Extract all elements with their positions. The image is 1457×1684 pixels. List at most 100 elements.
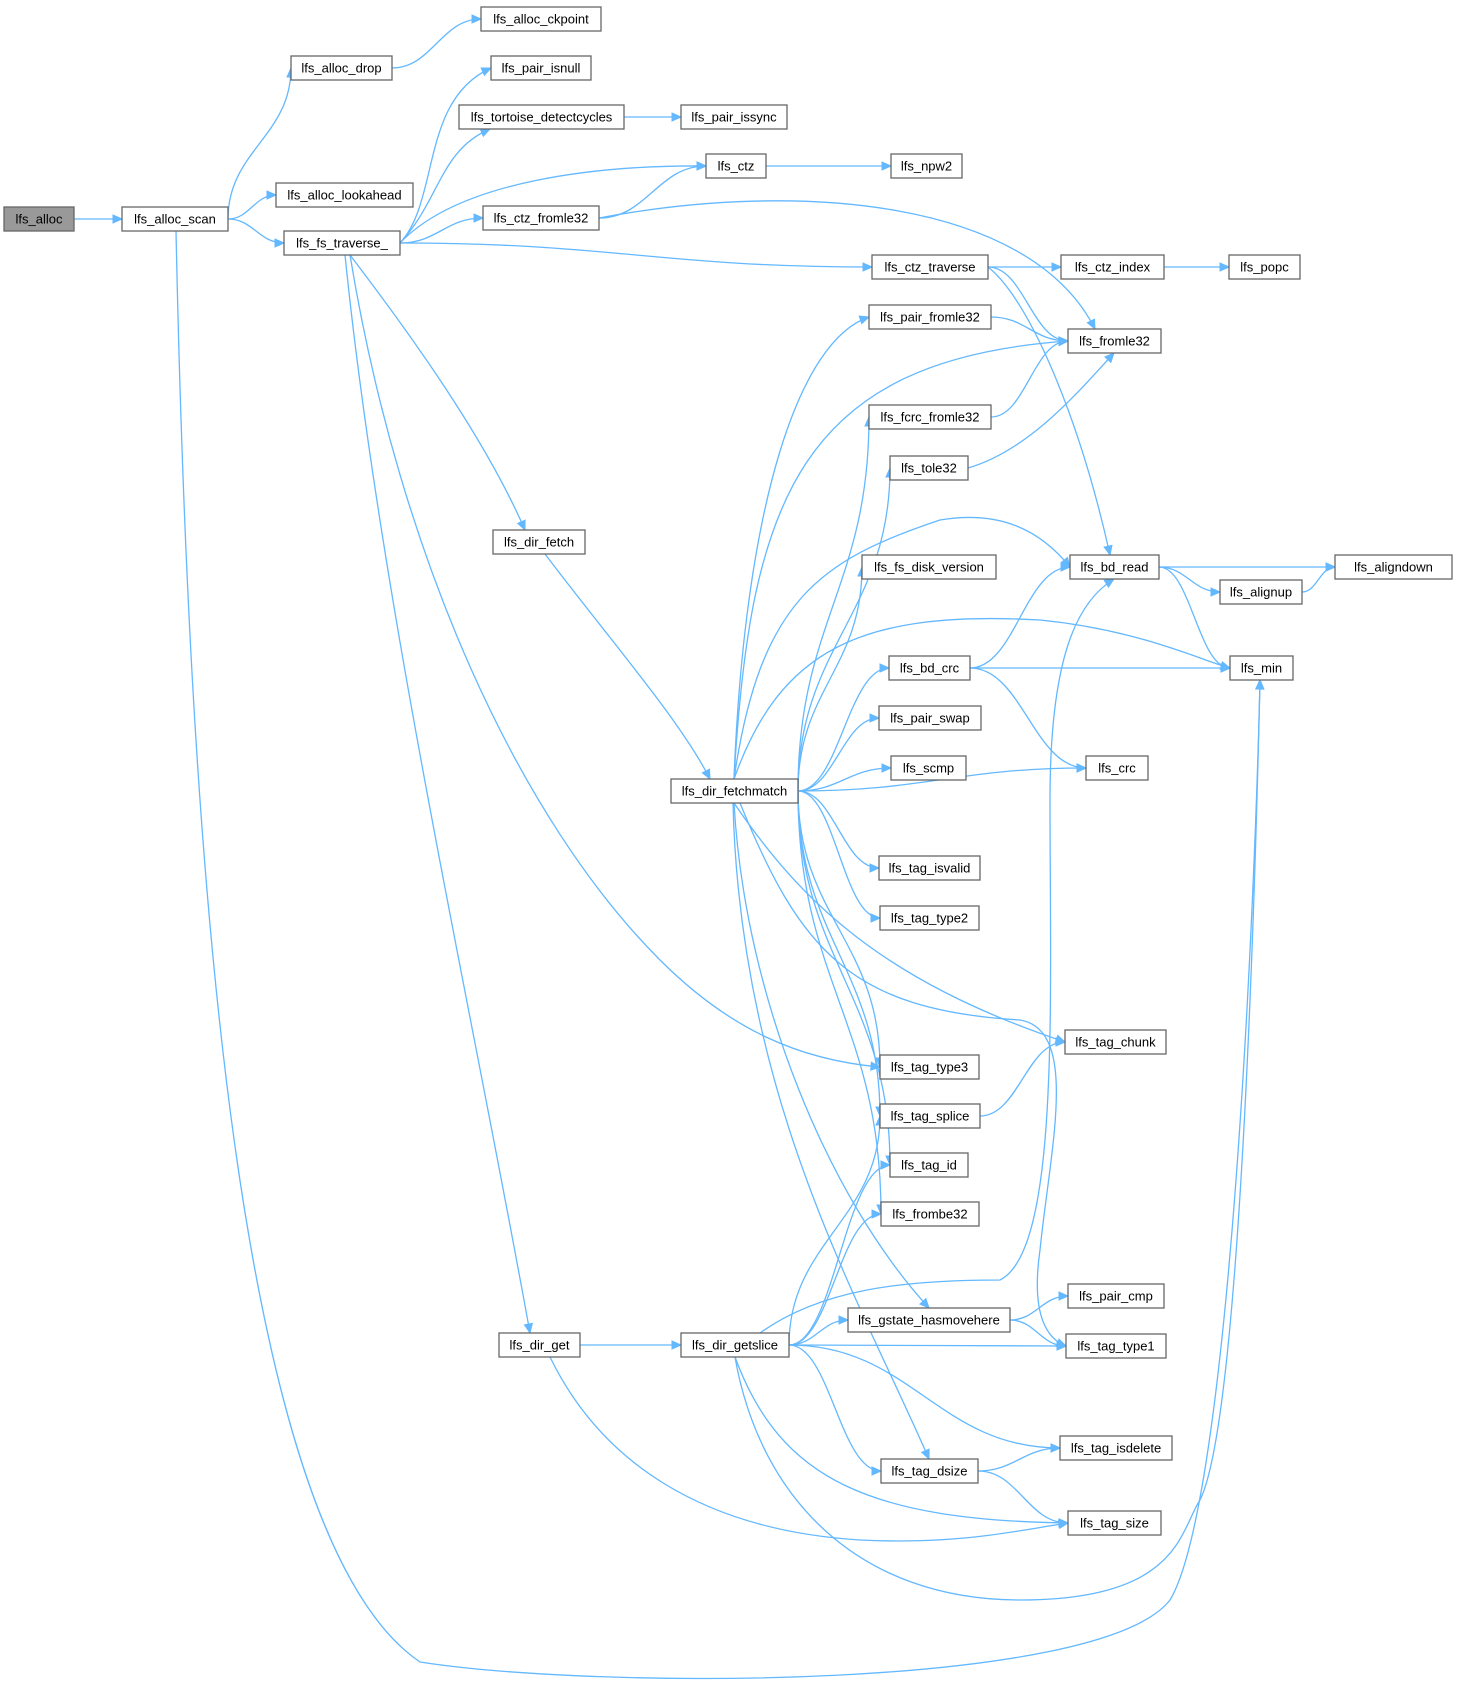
edge-lfs_fs_traverse_-to-lfs_ctz_traverse — [399, 242, 873, 268]
node-lfs-npw2[interactable]: lfs_npw2 — [890, 153, 963, 179]
node-lfs-tag-isvalid[interactable]: lfs_tag_isvalid — [878, 855, 981, 881]
node-lfs-tortoise-detectcycles[interactable]: lfs_tortoise_detectcycles — [458, 104, 625, 130]
node-label: lfs_bd_read — [1081, 560, 1149, 575]
node-lfs-tag-isdelete[interactable]: lfs_tag_isdelete — [1059, 1435, 1173, 1461]
arrowhead-lfs_bd_read-to-lfs_alignup — [1210, 587, 1222, 597]
arrowhead-lfs_alloc_drop-to-lfs_alloc_ckpoint — [471, 14, 483, 24]
edge-lfs_fs_traverse_-to-lfs_tortoise_detectcycles — [399, 128, 491, 244]
node-label: lfs_tole32 — [901, 461, 957, 476]
edge-lfs_fs_traverse_-to-lfs_pair_isnull — [399, 67, 492, 244]
node-lfs-alloc-lookahead[interactable]: lfs_alloc_lookahead — [275, 182, 414, 208]
arrowhead-lfs_bd_crc-to-lfs_bd_read — [1060, 562, 1072, 572]
node-lfs-tag-type1[interactable]: lfs_tag_type1 — [1065, 1333, 1167, 1359]
node-lfs-ctz-fromle32[interactable]: lfs_ctz_fromle32 — [482, 205, 600, 231]
node-lfs-crc[interactable]: lfs_crc — [1085, 755, 1149, 781]
edge-lfs_dir_fetchmatch-to-lfs_tag_type3 — [797, 790, 881, 1068]
node-label: lfs_pair_isnull — [502, 61, 581, 76]
arrowhead-lfs_dir_getslice-to-lfs_tag_dsize — [871, 1466, 883, 1476]
node-label: lfs_tag_isvalid — [889, 861, 971, 876]
node-lfs-tag-size[interactable]: lfs_tag_size — [1067, 1510, 1162, 1536]
node-lfs-ctz-index[interactable]: lfs_ctz_index — [1060, 254, 1165, 280]
node-lfs-dir-fetch[interactable]: lfs_dir_fetch — [492, 529, 586, 555]
node-label: lfs_dir_fetchmatch — [682, 784, 788, 799]
edge-lfs_dir_getslice-to-lfs_tag_isdelete — [788, 1344, 1061, 1449]
node-lfs-bd-read[interactable]: lfs_bd_read — [1069, 554, 1160, 580]
arrowhead-lfs_dir_get-to-lfs_dir_getslice — [671, 1340, 683, 1350]
node-label: lfs_fs_traverse_ — [296, 236, 389, 251]
edge-lfs_dir_fetchmatch-to-lfs_tag_id — [797, 790, 891, 1166]
arrowhead-lfs_ctz_fromle32-to-lfs_fromle32 — [1086, 318, 1096, 331]
node-box — [880, 1458, 979, 1484]
node-lfs-tag-splice[interactable]: lfs_tag_splice — [879, 1103, 981, 1129]
node-lfs-gstate-hasmovehere[interactable]: lfs_gstate_hasmovehere — [847, 1307, 1011, 1333]
node-label: lfs_frombe32 — [892, 1207, 967, 1222]
edge-lfs_bd_read-to-lfs_min — [1158, 566, 1231, 669]
node-box — [492, 529, 586, 555]
arrowhead-lfs_fs_traverse_-to-lfs_pair_isnull — [480, 67, 493, 77]
edge-lfs_pair_fromle32-to-lfs_fromle32 — [990, 316, 1069, 342]
node-lfs-pair-isnull[interactable]: lfs_pair_isnull — [490, 55, 592, 81]
node-label: lfs_pair_issync — [691, 110, 777, 125]
edge-lfs_fs_traverse_-to-lfs_ctz_fromle32 — [399, 217, 484, 244]
node-lfs-tag-dsize[interactable]: lfs_tag_dsize — [880, 1458, 979, 1484]
edge-lfs_dir_fetchmatch-to-lfs_pair_swap — [797, 717, 880, 792]
node-lfs-alloc-scan[interactable]: lfs_alloc_scan — [121, 206, 229, 232]
node-lfs-dir-getslice[interactable]: lfs_dir_getslice — [680, 1332, 790, 1358]
node-box — [1065, 1333, 1167, 1359]
edge-lfs_fcrc_fromle32-to-lfs_fromle32 — [990, 340, 1069, 418]
node-lfs-dir-get[interactable]: lfs_dir_get — [498, 1332, 581, 1358]
edge-lfs_ctz_traverse-to-lfs_fromle32 — [987, 266, 1069, 342]
node-box — [498, 1332, 581, 1358]
edge-lfs_ctz_fromle32-to-lfs_ctz — [598, 165, 707, 219]
node-box — [889, 455, 969, 481]
node-label: lfs_npw2 — [901, 159, 952, 174]
node-box — [705, 153, 767, 179]
node-lfs-tag-chunk[interactable]: lfs_tag_chunk — [1064, 1029, 1167, 1055]
node-lfs-tole32[interactable]: lfs_tole32 — [889, 455, 969, 481]
node-lfs-dir-fetchmatch[interactable]: lfs_dir_fetchmatch — [670, 778, 799, 804]
node-lfs-pair-swap[interactable]: lfs_pair_swap — [878, 705, 982, 731]
arrowhead-lfs_dir_fetchmatch-to-lfs_tag_dsize — [920, 1448, 930, 1461]
node-lfs-alloc[interactable]: lfs_alloc — [3, 206, 75, 232]
node-lfs-frombe32[interactable]: lfs_frombe32 — [880, 1201, 980, 1227]
node-label: lfs_ctz — [718, 159, 755, 174]
node-label: lfs_crc — [1098, 761, 1136, 776]
edge-lfs_dir_fetchmatch-to-lfs_tag_dsize — [732, 802, 930, 1460]
node-lfs-min[interactable]: lfs_min — [1229, 655, 1294, 681]
arrowhead-lfs_bd_crc-to-lfs_crc — [1076, 763, 1088, 773]
edge-lfs_dir_fetchmatch-to-lfs_fs_disk_version — [797, 566, 863, 792]
node-lfs-fs-traverse-[interactable]: lfs_fs_traverse_ — [283, 230, 401, 256]
arrowhead-lfs_ctz_traverse-to-lfs_ctz_index — [1051, 262, 1063, 272]
node-lfs-alloc-drop[interactable]: lfs_alloc_drop — [290, 55, 393, 81]
node-lfs-ctz[interactable]: lfs_ctz — [705, 153, 767, 179]
node-label: lfs_fs_disk_version — [874, 560, 984, 575]
node-lfs-pair-issync[interactable]: lfs_pair_issync — [680, 104, 788, 130]
arrowhead-lfs_tag_dsize-to-lfs_tag_size — [1058, 1518, 1070, 1528]
node-box — [879, 1103, 981, 1129]
node-lfs-fromle32[interactable]: lfs_fromle32 — [1067, 328, 1162, 354]
node-lfs-fcrc-fromle32[interactable]: lfs_fcrc_fromle32 — [868, 404, 992, 430]
node-box — [1067, 328, 1162, 354]
node-lfs-fs-disk-version[interactable]: lfs_fs_disk_version — [861, 554, 997, 580]
node-label: lfs_alignup — [1230, 585, 1292, 600]
edge-lfs_dir_fetchmatch-to-lfs_frombe32 — [797, 790, 882, 1215]
node-lfs-alloc-ckpoint[interactable]: lfs_alloc_ckpoint — [480, 6, 602, 32]
node-box — [458, 104, 625, 130]
node-lfs-scmp[interactable]: lfs_scmp — [890, 755, 967, 781]
node-lfs-tag-id[interactable]: lfs_tag_id — [889, 1152, 969, 1178]
node-lfs-ctz-traverse[interactable]: lfs_ctz_traverse — [871, 254, 989, 280]
edge-lfs_tole32-to-lfs_fromle32 — [967, 352, 1115, 469]
node-lfs-alignup[interactable]: lfs_alignup — [1219, 579, 1303, 605]
node-lfs-tag-type2[interactable]: lfs_tag_type2 — [879, 905, 980, 931]
node-lfs-aligndown[interactable]: lfs_aligndown — [1334, 554, 1453, 580]
node-lfs-tag-type3[interactable]: lfs_tag_type3 — [879, 1054, 980, 1080]
node-lfs-popc[interactable]: lfs_popc — [1228, 254, 1301, 280]
edge-lfs_dir_fetchmatch-to-lfs_bd_crc — [797, 667, 890, 792]
node-lfs-pair-fromle32[interactable]: lfs_pair_fromle32 — [868, 304, 992, 330]
node-lfs-pair-cmp[interactable]: lfs_pair_cmp — [1067, 1283, 1165, 1309]
node-lfs-bd-crc[interactable]: lfs_bd_crc — [888, 655, 971, 681]
node-box — [1219, 579, 1303, 605]
edge-lfs_dir_fetchmatch-to-lfs_tole32 — [797, 467, 891, 792]
edge-lfs_dir_getslice-to-lfs_min — [734, 679, 1261, 1601]
